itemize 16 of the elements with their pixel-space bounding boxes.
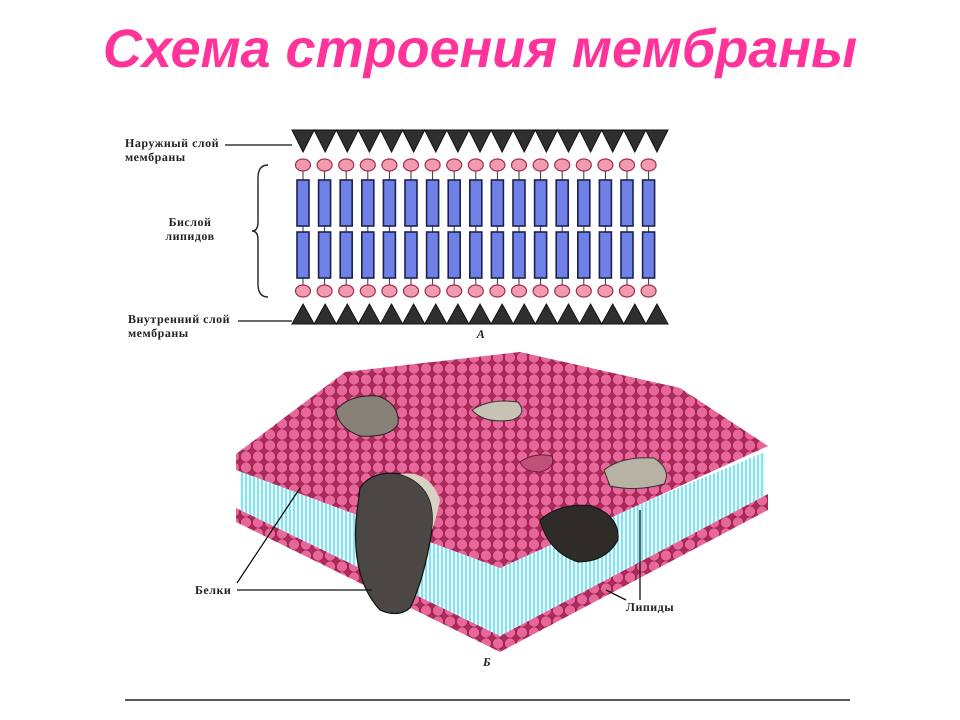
- leader-line: [238, 320, 292, 322]
- leader-line: [236, 488, 301, 584]
- inner-layer-band: [291, 302, 669, 326]
- part-label: Белки: [195, 583, 237, 597]
- bracket-label: Бислой липидов: [164, 215, 216, 243]
- figure-letter: Б: [482, 655, 492, 669]
- layer-label: Наружный слой мембраны: [125, 136, 225, 164]
- title: Схема строения мембраны: [102, 18, 858, 80]
- leader-line: [225, 144, 292, 146]
- part-label: Липиды: [626, 600, 688, 614]
- leader-line: [639, 510, 641, 600]
- leader-line: [237, 589, 372, 591]
- layer-label: Внутренний слой мембраны: [128, 312, 238, 340]
- leader-line: [606, 589, 626, 601]
- outer-layer-band: [291, 128, 669, 154]
- figure-letter: А: [475, 327, 486, 341]
